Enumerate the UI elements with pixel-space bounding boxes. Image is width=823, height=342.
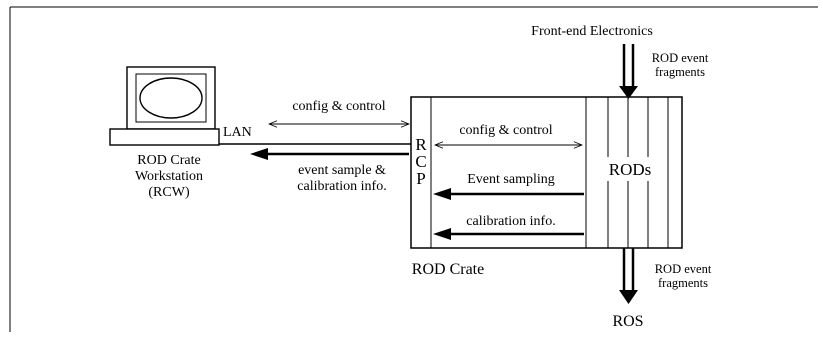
front-end-input-arrow	[619, 44, 638, 99]
rcp-letter-r: R	[415, 135, 427, 154]
ros-fragments-line1: ROD event	[655, 262, 712, 276]
outer-config-label: config & control	[292, 99, 385, 114]
workstation-label-line2: Workstation	[135, 169, 203, 184]
rod-crate-label: ROD Crate	[412, 261, 484, 278]
ros-label: ROS	[612, 313, 643, 330]
ros-output-arrow	[619, 248, 638, 304]
front-end-fragments-line1: ROD event	[652, 51, 709, 65]
rods-label-backdrop	[598, 157, 662, 181]
outer-event-label-line2: calibration info.	[297, 179, 386, 194]
outer-event-arrowhead	[250, 148, 268, 160]
workstation-label-line1: ROD Crate	[137, 153, 200, 168]
rods-label: RODs	[609, 160, 652, 179]
front-end-fragments-line2: fragments	[655, 65, 705, 79]
ros-fragments-line2: fragments	[658, 276, 708, 290]
rcp-letter-c: C	[415, 152, 426, 171]
outer-event-label-line1: event sample &	[298, 163, 386, 178]
front-end-label: Front-end Electronics	[531, 24, 653, 39]
inner-config-label: config & control	[459, 123, 552, 138]
calibration-arrowhead	[433, 228, 451, 240]
lan-label: LAN	[223, 125, 252, 140]
rcp-letter-p: P	[416, 169, 425, 188]
rod-crate-box	[410, 96, 683, 249]
event-sampling-arrowhead	[433, 188, 451, 200]
calibration-label: calibration info.	[466, 214, 555, 229]
workstation-label-line3: (RCW)	[148, 185, 190, 200]
workstation-icon	[109, 66, 220, 146]
event-sampling-label: Event sampling	[467, 172, 555, 187]
